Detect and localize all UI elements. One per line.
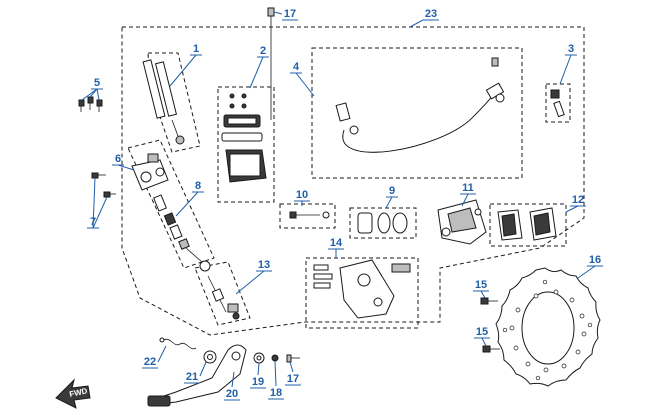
callout-20: 20 bbox=[224, 371, 240, 401]
callout-17-bottom-label: 17 bbox=[287, 373, 299, 385]
callout-17-top-label: 17 bbox=[284, 8, 296, 20]
callout-4: 4 bbox=[290, 61, 315, 97]
callout-16: 16 bbox=[577, 254, 603, 279]
part-8-pushrod bbox=[153, 194, 211, 272]
callout-15-upper: 15 bbox=[473, 279, 489, 299]
callout-2: 2 bbox=[249, 45, 269, 89]
part-1-rods bbox=[142, 59, 185, 145]
part-21-bushing bbox=[203, 350, 217, 364]
callout-9-label: 9 bbox=[389, 185, 395, 197]
group-boundary-13 bbox=[194, 261, 251, 326]
part-7-bolts bbox=[91, 172, 116, 198]
group-boundary-12 bbox=[489, 203, 567, 247]
callout-18-label: 18 bbox=[270, 387, 282, 399]
part-12-pads bbox=[497, 207, 557, 241]
group-boundary-10 bbox=[279, 203, 336, 229]
callout-6-label: 6 bbox=[115, 153, 121, 165]
group-boundary-2 bbox=[217, 86, 275, 203]
callout-23-label: 23 bbox=[425, 8, 437, 20]
callout-7: 7 bbox=[87, 177, 108, 229]
part-9-piston-seals bbox=[357, 212, 408, 234]
callout-10: 10 bbox=[294, 189, 310, 206]
part-20-pedal bbox=[147, 344, 247, 407]
part-19-washer bbox=[253, 352, 265, 364]
part-6-master-cylinder bbox=[131, 153, 169, 191]
callout-8-label: 8 bbox=[195, 180, 201, 192]
group-boundary-9 bbox=[349, 207, 417, 239]
callout-21: 21 bbox=[184, 361, 207, 384]
callout-9: 9 bbox=[385, 185, 398, 209]
part-17-top-bolt bbox=[267, 7, 275, 120]
callout-13-label: 13 bbox=[258, 259, 270, 271]
callout-11-label: 11 bbox=[462, 182, 474, 194]
callout-5-label: 5 bbox=[94, 77, 100, 89]
callout-1: 1 bbox=[169, 43, 202, 87]
callout-8: 8 bbox=[175, 180, 204, 217]
group-boundary-23 bbox=[121, 26, 585, 336]
callout-11: 11 bbox=[460, 182, 476, 207]
part-4-hose bbox=[335, 57, 505, 153]
callout-1-label: 1 bbox=[193, 43, 199, 55]
callout-18: 18 bbox=[268, 360, 284, 400]
callout-15-lower: 15 bbox=[474, 326, 490, 347]
callout-14-label: 14 bbox=[330, 237, 343, 249]
part-2-reservoir bbox=[221, 93, 267, 183]
part-18-washer bbox=[271, 354, 279, 362]
callout-15-upper-label: 15 bbox=[475, 279, 487, 291]
direction-arrow-label: FWD bbox=[69, 386, 89, 399]
callout-5: 5 bbox=[81, 77, 103, 101]
callout-21-label: 21 bbox=[186, 371, 198, 383]
callout-10-label: 10 bbox=[296, 189, 308, 201]
callout-17-bottom: 17 bbox=[285, 361, 301, 386]
part-17-bottom-bolt bbox=[286, 354, 300, 363]
callout-3-label: 3 bbox=[568, 43, 574, 55]
callout-17-top: 17 bbox=[273, 8, 298, 21]
callout-12-label: 12 bbox=[572, 194, 584, 206]
part-13-linkage bbox=[207, 275, 240, 320]
part-10-pin bbox=[289, 211, 330, 219]
callout-22-label: 22 bbox=[144, 356, 156, 368]
callout-6: 6 bbox=[112, 153, 135, 171]
group-boundary-4 bbox=[311, 47, 523, 179]
part-16-brake-disc bbox=[495, 267, 601, 387]
part-22-spring bbox=[159, 337, 197, 350]
callout-2-label: 2 bbox=[260, 45, 266, 57]
group-boundary-14 bbox=[305, 257, 419, 329]
callout-14: 14 bbox=[328, 237, 344, 258]
callout-13: 13 bbox=[235, 259, 272, 295]
part-11-caliper bbox=[437, 199, 487, 245]
part-14-bracket bbox=[313, 259, 411, 319]
callout-19-label: 19 bbox=[252, 376, 264, 388]
callout-15-lower-label: 15 bbox=[476, 326, 488, 338]
callout-3: 3 bbox=[559, 43, 577, 85]
callout-23: 23 bbox=[409, 8, 439, 28]
callout-19: 19 bbox=[250, 362, 266, 389]
part-3-bleeder bbox=[550, 89, 565, 118]
direction-arrow: FWD bbox=[55, 378, 91, 409]
group-boundary-3 bbox=[545, 83, 571, 123]
callout-4-label: 4 bbox=[293, 61, 300, 73]
callout-20-label: 20 bbox=[226, 388, 238, 400]
group-boundary-8 bbox=[127, 139, 215, 269]
callout-12: 12 bbox=[565, 194, 586, 213]
callout-22: 22 bbox=[142, 345, 167, 369]
callout-16-label: 16 bbox=[589, 254, 601, 266]
